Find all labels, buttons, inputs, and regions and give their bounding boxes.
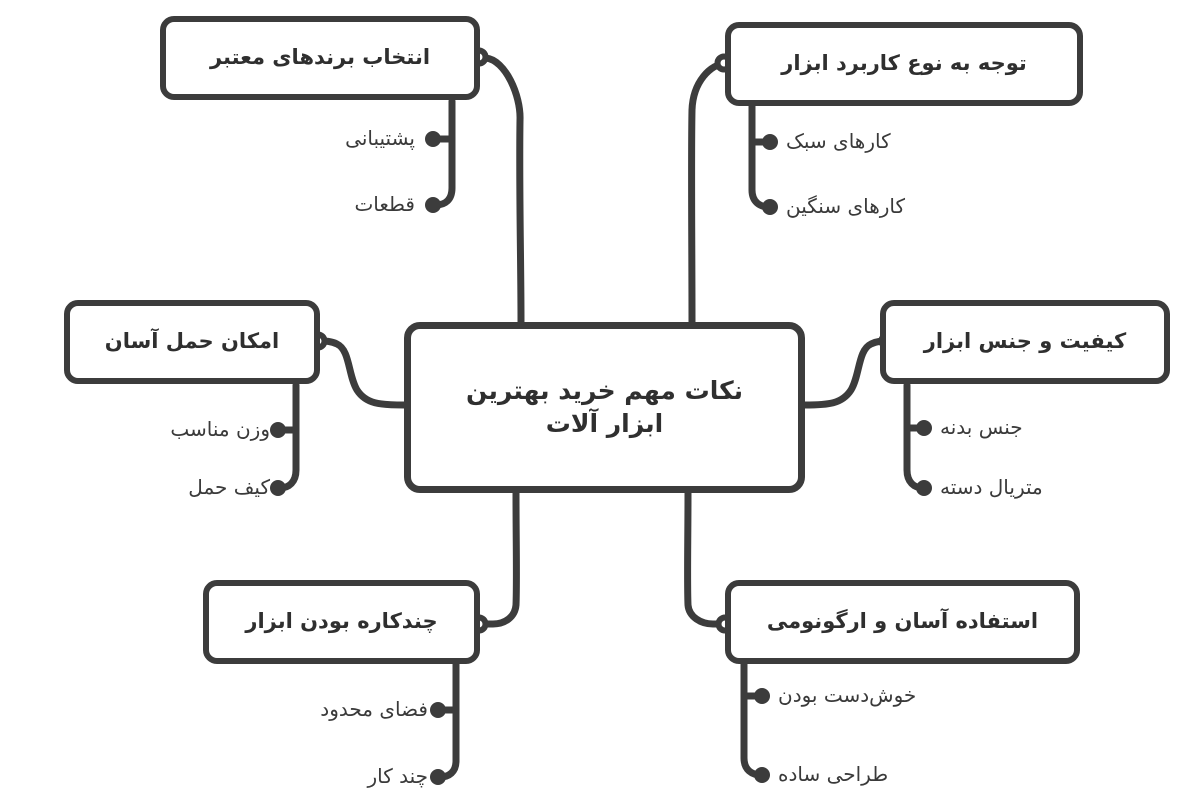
sub-item-quality-1[interactable]: جنس بدنه: [940, 417, 1023, 437]
branch-node-portability-label: امکان حمل آسان: [104, 329, 280, 354]
connector-central-to-brands: [482, 54, 525, 326]
sub-item-multipurpose-2-label: چند کار: [367, 764, 428, 788]
branch-node-usage-type[interactable]: توجه به نوع کاربرد ابزار: [725, 22, 1083, 106]
sub-item-portability-1[interactable]: وزن مناسب: [170, 419, 270, 439]
central-node-line2: ابزار آلات: [545, 408, 664, 438]
sub-item-multipurpose-1[interactable]: فضای محدود: [320, 699, 428, 719]
bullet-dot-usage-2: [762, 199, 778, 215]
sub-item-ergonomics-2[interactable]: طراحی ساده: [778, 764, 888, 784]
sub-item-portability-1-label: وزن مناسب: [170, 417, 270, 441]
bullet-dot-brands-2: [425, 197, 441, 213]
branch-node-brands-label: انتخاب برندهای معتبر: [209, 45, 431, 70]
connector-central-to-usage-type: [688, 59, 731, 326]
sub-item-brands-2[interactable]: قطعات: [354, 194, 415, 214]
sub-item-multipurpose-1-label: فضای محدود: [320, 697, 428, 721]
central-node-line1: نکات مهم خرید بهترین: [465, 376, 744, 405]
subspine-usage: [748, 102, 773, 211]
sub-item-brands-2-label: قطعات: [354, 192, 415, 216]
central-node[interactable]: نکات مهم خرید بهترین ابزار آلات: [404, 322, 805, 493]
connector-central-to-multipurpose: [478, 489, 520, 628]
bullet-dot-multipurpose-2: [430, 769, 446, 785]
sub-item-ergonomics-2-label: طراحی ساده: [778, 762, 889, 786]
connector-central-to-portability: [316, 337, 408, 409]
bullet-dot-portability-2: [270, 480, 286, 496]
branch-node-multipurpose[interactable]: چندکاره بودن ابزار: [203, 580, 480, 664]
bullet-dot-usage-1: [762, 134, 778, 150]
bullet-dot-quality-2: [916, 480, 932, 496]
sub-item-quality-2-label: متریال دسته: [940, 475, 1043, 499]
subspine-ergonomics: [740, 660, 765, 779]
sub-item-usage-1[interactable]: کارهای سبک: [786, 131, 891, 151]
branch-node-quality[interactable]: کیفیت و جنس ابزار: [880, 300, 1170, 384]
subspine-brands: [432, 97, 456, 209]
branch-node-ergonomics[interactable]: استفاده آسان و ارگونومی: [725, 580, 1080, 664]
sub-item-multipurpose-2[interactable]: چند کار: [367, 766, 428, 786]
branch-node-usage-type-label: توجه به نوع کاربرد ابزار: [781, 51, 1027, 76]
sub-item-usage-2-label: کارهای سنگین: [786, 194, 906, 218]
sub-item-usage-1-label: کارهای سبک: [786, 129, 891, 153]
bullet-dot-brands-1: [425, 131, 441, 147]
branch-node-multipurpose-label: چندکاره بودن ابزار: [245, 609, 438, 634]
sub-item-brands-1-label: پشتیبانی: [345, 126, 415, 150]
sub-item-portability-2-label: کیف حمل: [188, 475, 270, 499]
sub-item-ergonomics-1[interactable]: خوش‌دست بودن: [778, 685, 916, 705]
sub-item-ergonomics-1-label: خوش‌دست بودن: [778, 683, 917, 707]
branch-node-ergonomics-label: استفاده آسان و ارگونومی: [766, 609, 1039, 634]
subspine-multipurpose: [436, 660, 460, 781]
bullet-dot-quality-1: [916, 420, 932, 436]
sub-item-usage-2[interactable]: کارهای سنگین: [786, 196, 905, 216]
sub-item-quality-1-label: جنس بدنه: [940, 415, 1023, 439]
central-node-label: نکات مهم خرید بهترین ابزار آلات: [466, 375, 743, 440]
subspine-quality: [903, 381, 927, 492]
sub-item-brands-1[interactable]: پشتیبانی: [345, 128, 415, 148]
branch-node-brands[interactable]: انتخاب برندهای معتبر: [160, 16, 480, 100]
bullet-dot-ergonomics-2: [754, 767, 770, 783]
bullet-dot-multipurpose-1: [430, 702, 446, 718]
connector-central-to-ergonomics: [684, 489, 727, 628]
sub-item-quality-2[interactable]: متریال دسته: [940, 477, 1043, 497]
branch-node-quality-label: کیفیت و جنس ابزار: [923, 329, 1127, 354]
connector-central-to-quality: [801, 337, 892, 409]
sub-item-portability-2[interactable]: کیف حمل: [188, 477, 270, 497]
bullet-dot-ergonomics-1: [754, 688, 770, 704]
branch-node-portability[interactable]: امکان حمل آسان: [64, 300, 320, 384]
bullet-dot-portability-1: [270, 422, 286, 438]
